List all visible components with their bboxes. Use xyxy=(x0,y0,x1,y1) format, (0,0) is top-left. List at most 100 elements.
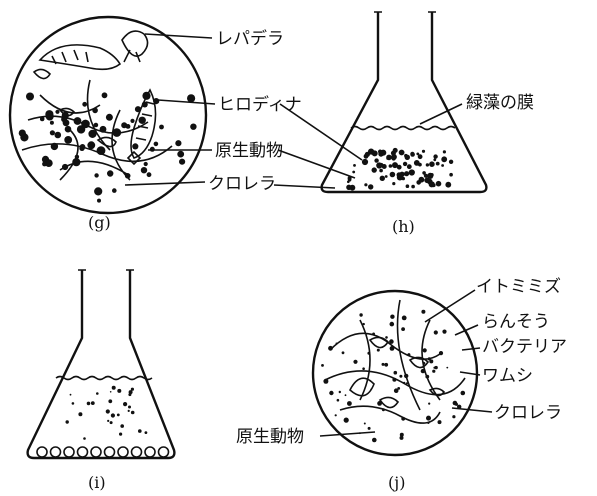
chlorella-dot xyxy=(50,130,55,135)
chlorella-dot xyxy=(45,110,53,118)
sediment-dot xyxy=(433,158,436,161)
chlorella-dot xyxy=(179,159,185,165)
particle-dot xyxy=(145,431,148,434)
bacteria-dot xyxy=(397,387,400,390)
chlorella-dot xyxy=(72,158,80,166)
particle-dot xyxy=(117,414,120,417)
bacteria-dot xyxy=(367,352,370,355)
chlorella-dot xyxy=(55,132,62,139)
sediment-dot xyxy=(407,164,412,169)
chlorella-dot xyxy=(61,116,67,122)
label-protozoa-j: 原生動物 xyxy=(236,427,304,447)
label-hirudinea: ヒロディナ xyxy=(218,94,302,115)
particle-dot xyxy=(70,394,72,396)
bacteria-dot xyxy=(335,414,337,416)
panel-i: (i) xyxy=(28,270,175,492)
particle-dot xyxy=(131,411,135,415)
bacteria-dot xyxy=(372,438,377,443)
bacteria-dot xyxy=(336,343,338,345)
particle-dot xyxy=(128,406,131,409)
chlorella-dot xyxy=(126,124,131,129)
sediment-dot xyxy=(405,155,410,160)
chlorella-dot xyxy=(144,162,148,166)
h-leader-membrane xyxy=(420,104,462,124)
caption-j: (j) xyxy=(388,473,405,492)
chlorella-dot xyxy=(97,199,101,203)
particle-dot xyxy=(112,386,116,390)
bacteria-dot xyxy=(329,391,333,395)
j-leader-protozoa xyxy=(320,432,375,436)
sediment-dot xyxy=(422,150,425,153)
bottom-colony xyxy=(91,447,101,457)
chlorella-dot xyxy=(94,123,99,128)
bacteria-dot xyxy=(425,375,429,379)
chlorella-dot xyxy=(100,126,107,133)
particle-dot xyxy=(117,389,121,393)
chlorella-dot xyxy=(88,130,96,138)
particle-dot xyxy=(128,410,130,412)
bacteria-dot xyxy=(434,330,438,334)
panel-j: イトミミズ らんそう バクテリア ワムシ クロレラ 原生動物 (j) xyxy=(236,277,567,492)
particle-dot xyxy=(83,437,86,440)
label-rotifer: ワムシ xyxy=(482,366,533,386)
chlorella-dot xyxy=(19,130,26,137)
bacteria-dot xyxy=(427,422,429,424)
bacteria-dot xyxy=(426,416,431,421)
sediment-dot xyxy=(347,181,350,184)
sediment-dot xyxy=(389,164,393,168)
particle-dot xyxy=(108,399,112,403)
bacteria-dot xyxy=(400,436,404,440)
panel-g: レパデラ ヒロディナ 原生動物 クロレラ (g) xyxy=(10,17,302,232)
bacteria-dot xyxy=(353,360,357,364)
bacteria-dot xyxy=(438,420,442,424)
bacteria-dot xyxy=(339,391,341,393)
sediment-dot xyxy=(433,154,437,158)
bacteria-dot xyxy=(461,391,466,396)
bottom-colony xyxy=(105,447,115,457)
label-bluegreen-algae: らんそう xyxy=(482,312,550,332)
bottom-colony xyxy=(51,447,61,457)
rotifer-shape xyxy=(122,31,148,56)
j-leader-tubifex xyxy=(425,290,475,322)
bacteria-dot xyxy=(434,366,437,369)
particle-dot xyxy=(123,402,127,406)
bacteria-dot xyxy=(401,417,405,421)
bottom-colony xyxy=(132,447,142,457)
bacteria-dot xyxy=(428,403,430,405)
particle-dot xyxy=(78,412,82,416)
sediment-dot xyxy=(416,180,421,185)
particle-dot xyxy=(119,433,122,436)
sediment-dot xyxy=(374,158,378,162)
bacteria-dot xyxy=(368,427,371,430)
chlorella-dot xyxy=(142,102,148,108)
sediment-dot xyxy=(403,162,407,166)
chlorella-dot xyxy=(175,140,181,146)
bacteria-dot xyxy=(390,346,395,351)
bacteria-dot xyxy=(389,339,394,344)
bacteria-dot xyxy=(377,401,382,406)
h-sediment xyxy=(346,148,453,191)
bacteria-dot xyxy=(442,330,446,334)
chlorella-dot xyxy=(190,124,196,130)
bottom-colony xyxy=(118,447,128,457)
bacteria-dot xyxy=(446,367,448,369)
sediment-dot xyxy=(404,171,409,176)
chlorella-dot xyxy=(94,187,102,195)
bacteria-dot xyxy=(359,313,362,316)
sediment-dot xyxy=(429,181,435,187)
particle-dot xyxy=(91,401,95,405)
sediment-dot xyxy=(411,185,415,189)
chlorella-dot xyxy=(65,126,72,133)
bacteria-dot xyxy=(362,367,365,370)
chlorella-dot xyxy=(62,164,68,170)
chlorella-dot xyxy=(55,110,59,114)
sediment-dot xyxy=(386,157,389,160)
sediment-dot xyxy=(418,163,422,167)
caption-g: (g) xyxy=(88,213,111,232)
particle-dot xyxy=(107,420,109,422)
particle-dot xyxy=(120,424,124,428)
bacteria-dot xyxy=(452,415,455,418)
sediment-dot xyxy=(409,169,415,175)
sediment-dot xyxy=(426,163,429,166)
